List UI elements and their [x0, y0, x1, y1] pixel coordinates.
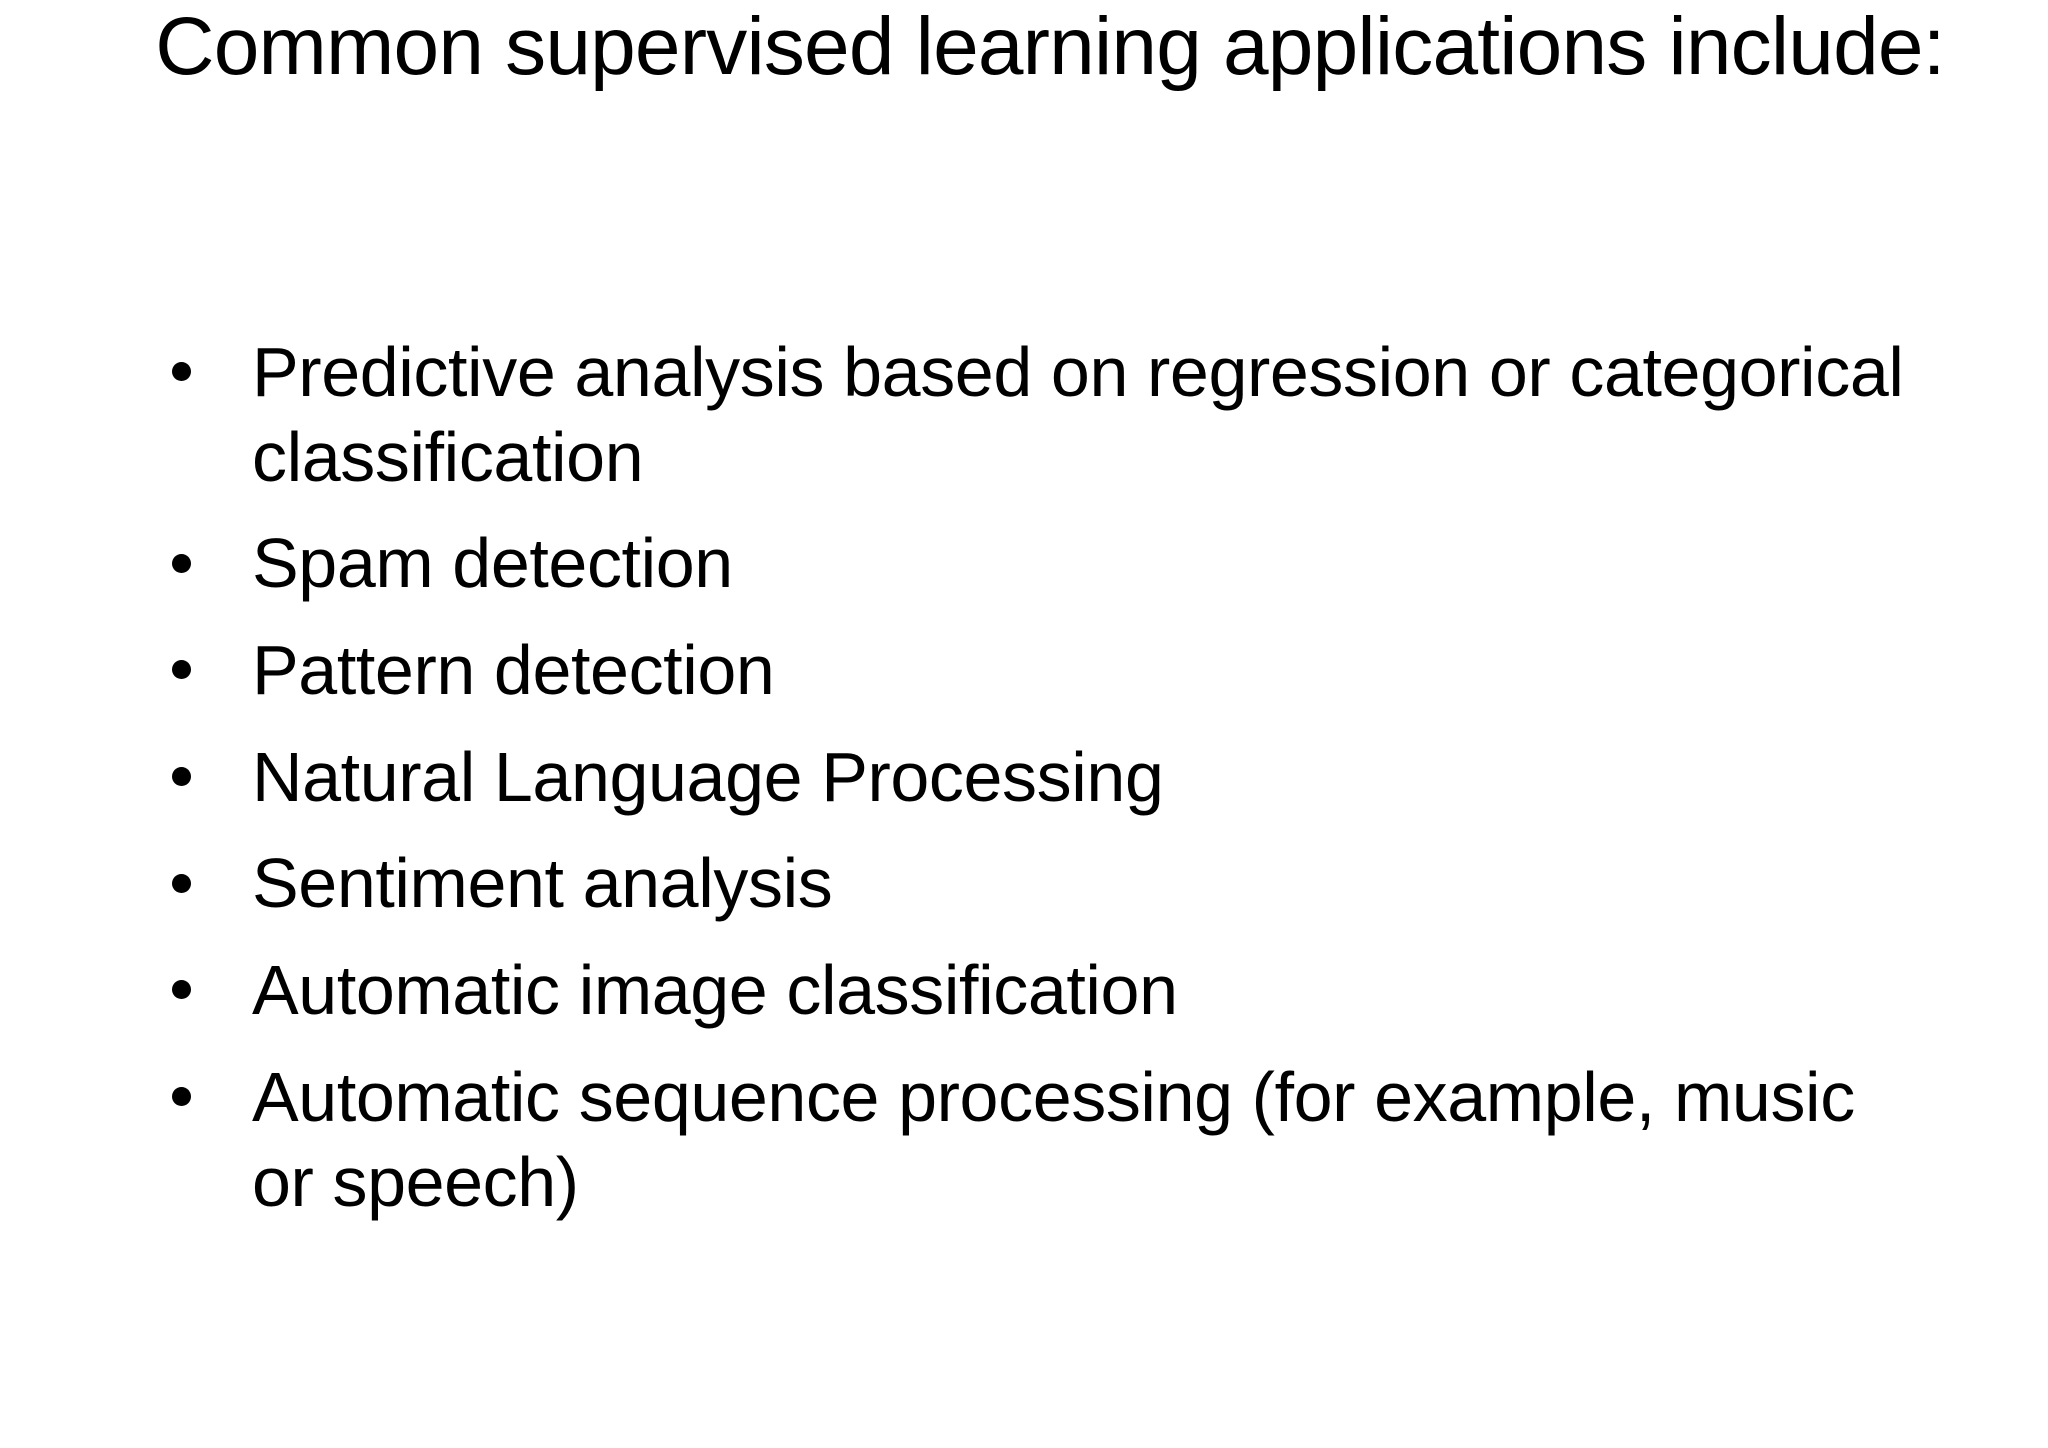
- bullet-item-label: Automatic image classification: [252, 951, 1178, 1030]
- bullet-dot-icon: [172, 553, 191, 573]
- bullet-item-spam-detection: Spam detection: [150, 521, 1910, 606]
- bullet-dot-icon: [172, 766, 191, 786]
- bullet-dot-icon: [172, 1087, 191, 1106]
- bullet-item-automatic-sequence-processing: Automatic sequence processing (for examp…: [150, 1055, 1910, 1224]
- bullet-item-automatic-image-classification: Automatic image classification: [150, 948, 1910, 1033]
- slide-title-text: Common supervised learning applications …: [155, 1, 1945, 92]
- slide-title: Common supervised learning applications …: [110, 0, 1990, 101]
- bullet-dot-icon: [172, 980, 191, 1000]
- bullet-item-label: Natural Language Processing: [252, 737, 1164, 816]
- bullet-item-natural-language-processing: Natural Language Processing: [150, 735, 1910, 820]
- bullet-list: Predictive analysis based on regression …: [150, 330, 1910, 1224]
- bullet-item-label: Spam detection: [252, 524, 733, 603]
- bullet-dot-icon: [172, 660, 191, 680]
- bullet-item-label: Sentiment analysis: [252, 844, 833, 923]
- bullet-item-predictive-analysis: Predictive analysis based on regression …: [150, 330, 1910, 499]
- bullet-item-sentiment-analysis: Sentiment analysis: [150, 841, 1910, 926]
- bullet-item-pattern-detection: Pattern detection: [150, 628, 1910, 713]
- bullet-dot-icon: [172, 362, 191, 382]
- bullet-item-label: Automatic sequence processing (for examp…: [252, 1057, 1855, 1221]
- bullet-dot-icon: [172, 873, 191, 893]
- bullet-item-label: Predictive analysis based on regression …: [252, 333, 1904, 496]
- bullet-item-label: Pattern detection: [252, 631, 775, 710]
